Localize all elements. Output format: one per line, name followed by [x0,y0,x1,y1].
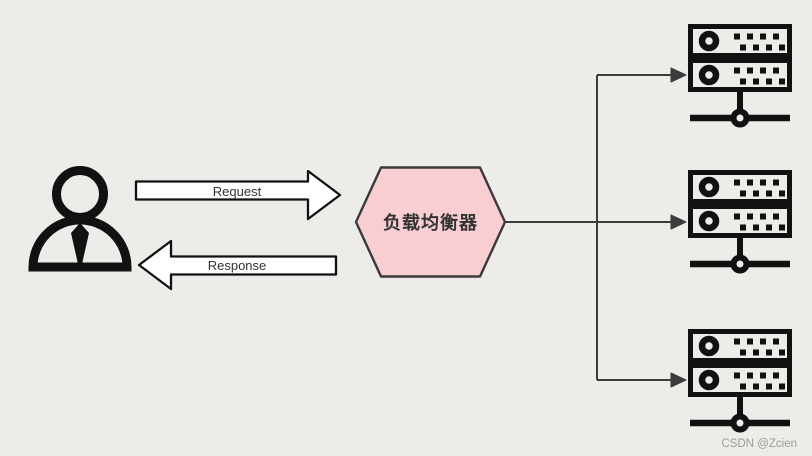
server-icon-3 [690,332,790,430]
server-icon-2 [690,173,790,271]
request-arrow-shape [134,169,342,221]
request-arrow: Request [134,169,342,221]
response-label: Response [208,258,267,273]
request-label: Request [213,184,262,199]
arrowhead-middle-icon [670,214,687,230]
response-arrow: Response [137,239,338,291]
server-icon-1 [690,27,790,125]
load-balancer-label: 负载均衡器 [383,212,478,233]
connector-lines [505,67,687,388]
response-arrow-shape [137,239,338,291]
arrowhead-bottom-icon [670,372,687,388]
user-icon [28,166,132,272]
arrowhead-top-icon [670,67,687,83]
watermark: CSDN @Zcien [721,438,797,450]
load-balancer-node: 负载均衡器 [354,166,507,278]
